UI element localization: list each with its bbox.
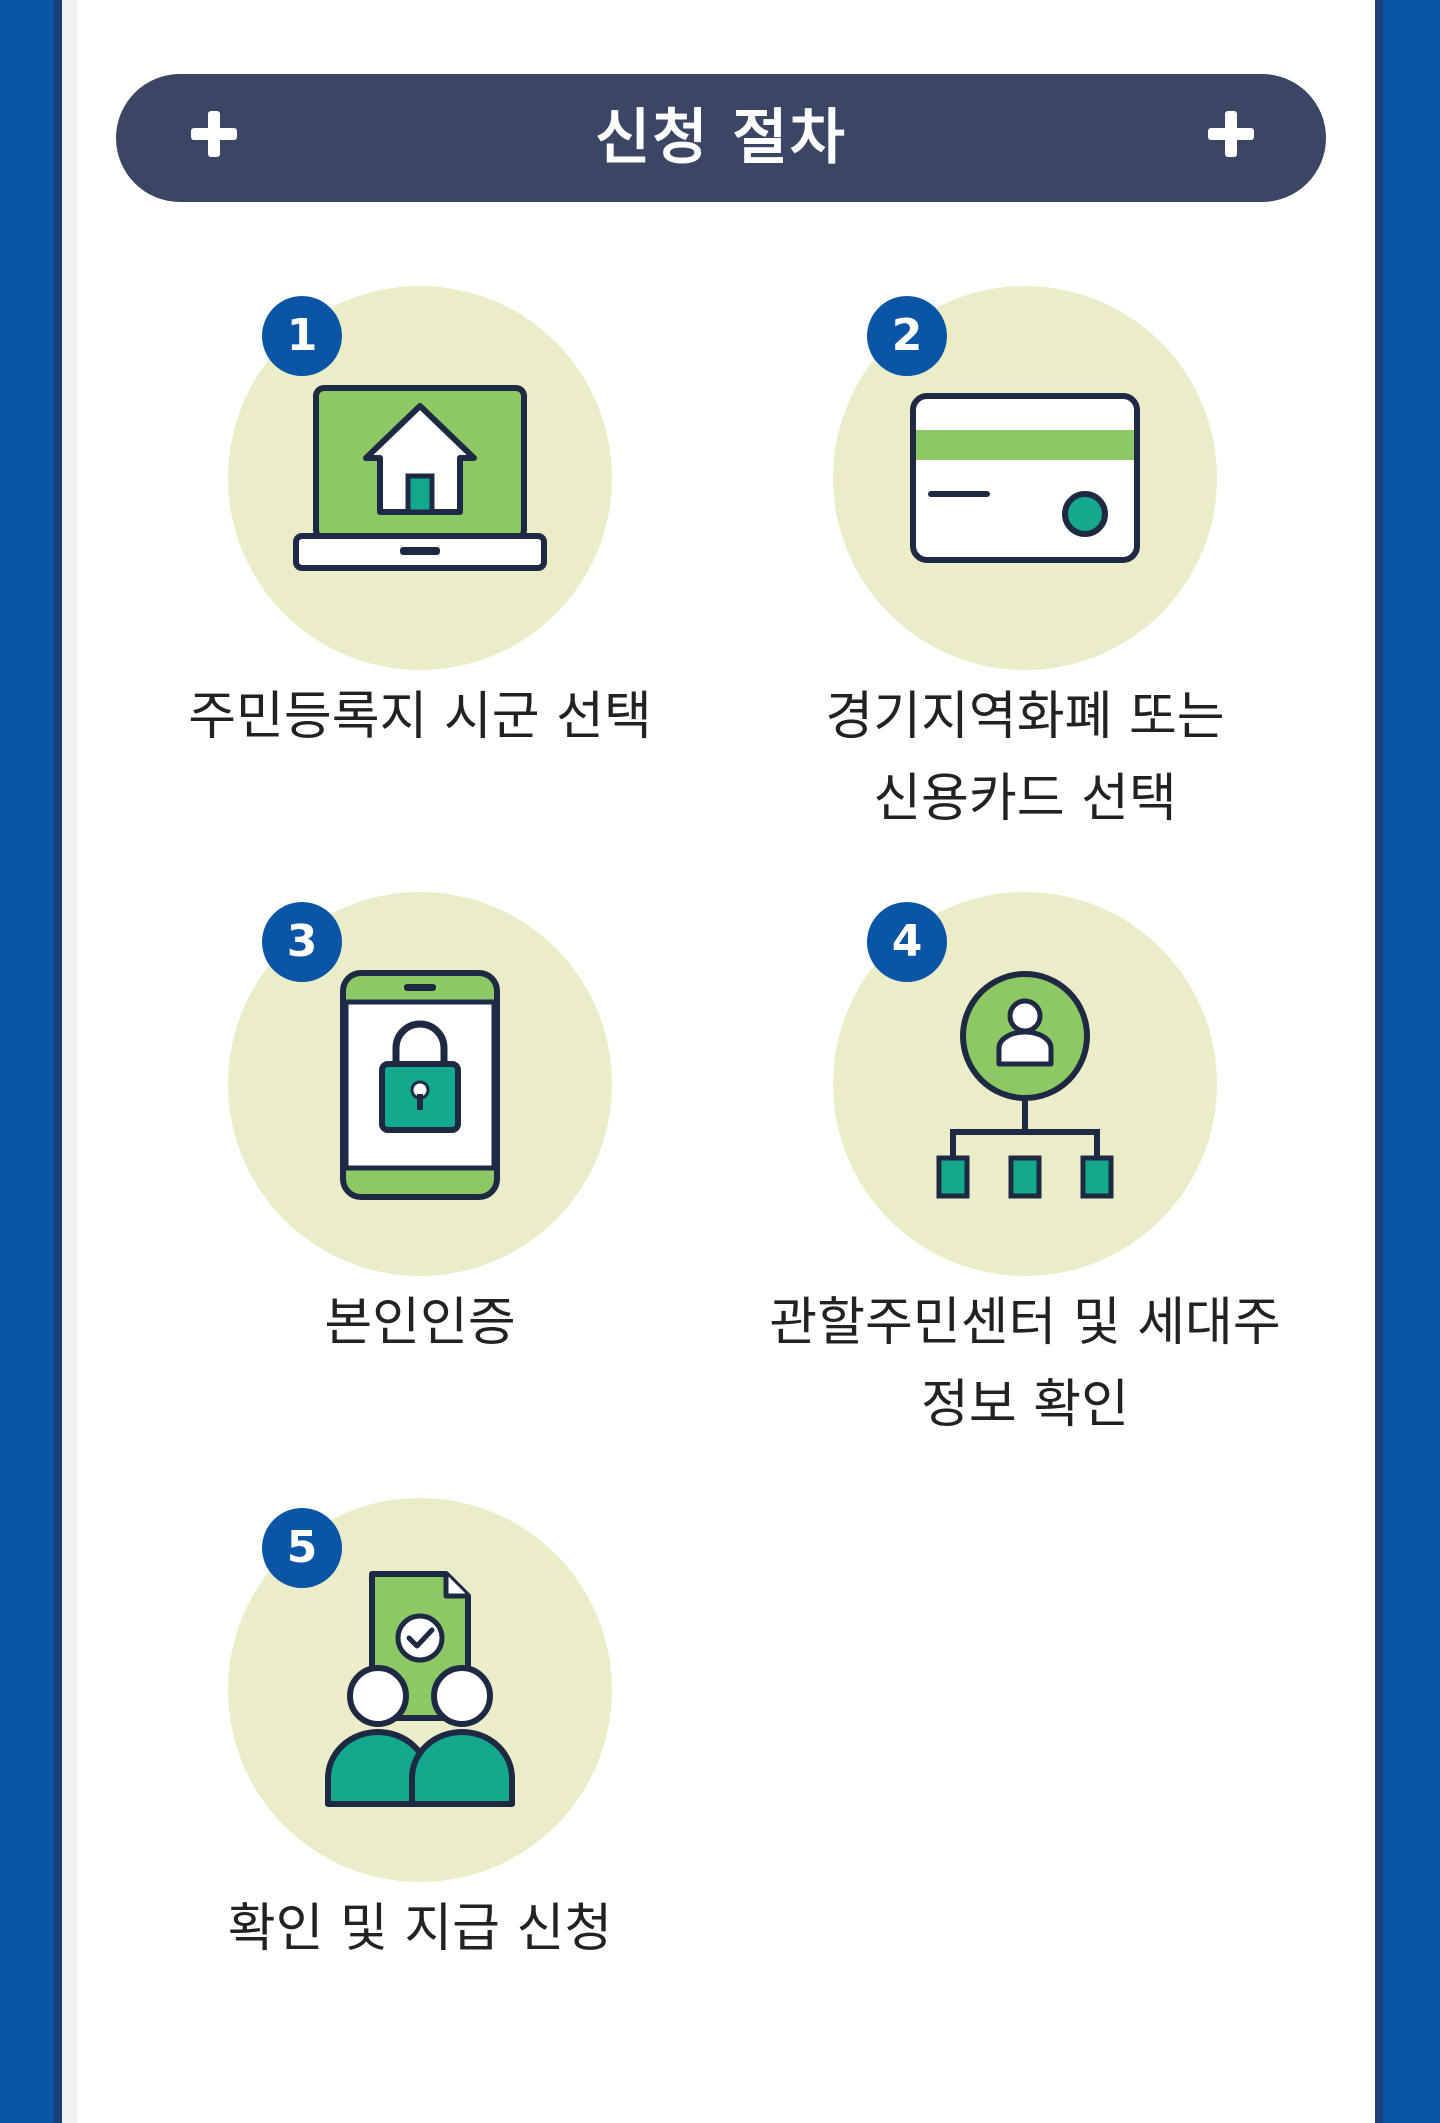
step-number-badge: 3 [262,902,342,982]
step-label-line: 주민등록지 시군 선택 [188,687,652,747]
step-label: 경기지역화폐 또는 신용카드 선택 [745,676,1305,840]
laptop-home-icon [293,385,547,571]
step-4: 4 관할주민센터 및 세대주 정보 확인 [745,892,1305,1452]
step-number-badge: 1 [262,296,342,376]
step-2: 2 경기지역화폐 또는 신용카드 선택 [745,286,1305,846]
credit-card-icon [910,393,1140,563]
step-label-line: 관할주민센터 및 세대주 [769,1293,1281,1353]
step-label-line: 신용카드 선택 [873,769,1177,829]
step-label: 주민등록지 시군 선택 [140,676,700,758]
plus-icon [184,105,250,171]
section-title: 신청 절차 [595,103,847,173]
frame-left-stripe [54,0,62,2123]
step-3: 3 본인인증 [140,892,700,1392]
section-header: 신청 절차 [116,74,1326,202]
step-label-line: 정보 확인 [921,1375,1129,1435]
step-label-line: 경기지역화폐 또는 [825,687,1225,747]
plus-icon [1201,105,1267,171]
frame-right-stripe [1375,0,1383,2123]
step-label-line: 본인인증 [324,1293,516,1353]
step-number-badge: 5 [262,1508,342,1588]
step-label: 확인 및 지급 신청 [140,1888,700,1970]
step-5: 5 확인 및 지급 신청 [140,1498,700,1998]
step-label: 본인인증 [140,1282,700,1364]
step-1: 1 주민등록지 시군 선택 [140,286,700,806]
step-number-badge: 4 [867,902,947,982]
panel-inner-edge [62,0,78,2123]
document-users-check-icon [325,1571,515,1807]
step-label-line: 확인 및 지급 신청 [227,1899,613,1959]
user-hierarchy-icon [936,971,1114,1199]
phone-lock-icon [340,970,500,1200]
step-number-badge: 2 [867,296,947,376]
step-label: 관할주민센터 및 세대주 정보 확인 [745,1282,1305,1446]
